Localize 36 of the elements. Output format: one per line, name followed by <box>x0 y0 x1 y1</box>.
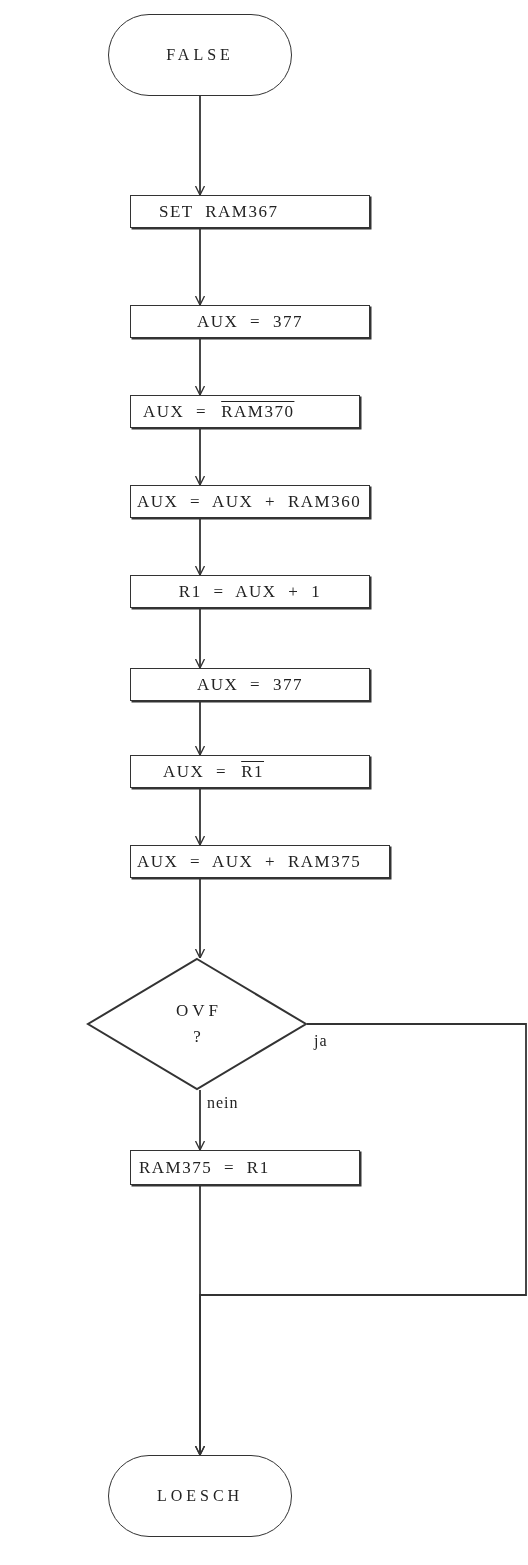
process-box <box>130 305 370 338</box>
arrow <box>194 607 206 669</box>
arrow <box>194 95 206 196</box>
process-box <box>130 668 370 701</box>
arrow <box>194 427 206 486</box>
edge-label: ja <box>313 1032 329 1050</box>
condition-text: O V F <box>176 1001 218 1021</box>
arrow <box>194 517 206 576</box>
arrow <box>194 1089 206 1151</box>
condition-text: ? <box>193 1027 201 1047</box>
node-text: RAM375 = R1 <box>139 1157 270 1178</box>
arrow <box>194 700 206 756</box>
node-text: SET RAM367 <box>159 201 279 222</box>
arrow <box>194 787 206 846</box>
node-text: R1 <box>241 761 264 782</box>
process-box <box>130 755 370 788</box>
process-box <box>130 395 360 428</box>
node-text: R1 = AUX + 1 <box>178 581 322 602</box>
node-text: AUX = <box>163 761 228 782</box>
process-box <box>130 845 390 878</box>
node-text: AUX = <box>143 401 208 422</box>
arrow <box>194 1184 206 1456</box>
node-text: AUX = 377 <box>197 311 303 332</box>
node-text: AUX = AUX + RAM375 <box>137 851 362 872</box>
process-box <box>130 485 370 518</box>
arrow <box>194 877 206 959</box>
node-text: AUX = 377 <box>197 674 303 695</box>
arrow <box>194 337 206 396</box>
process-box <box>130 1150 360 1185</box>
node-text: FALSE <box>166 46 234 64</box>
node-text: LOESCH <box>156 1487 244 1505</box>
arrow <box>194 227 206 306</box>
node-text: RAM370 <box>221 401 295 422</box>
node-text: AUX = AUX + RAM360 <box>137 491 362 512</box>
process-box <box>130 575 370 608</box>
process-box <box>130 195 370 228</box>
